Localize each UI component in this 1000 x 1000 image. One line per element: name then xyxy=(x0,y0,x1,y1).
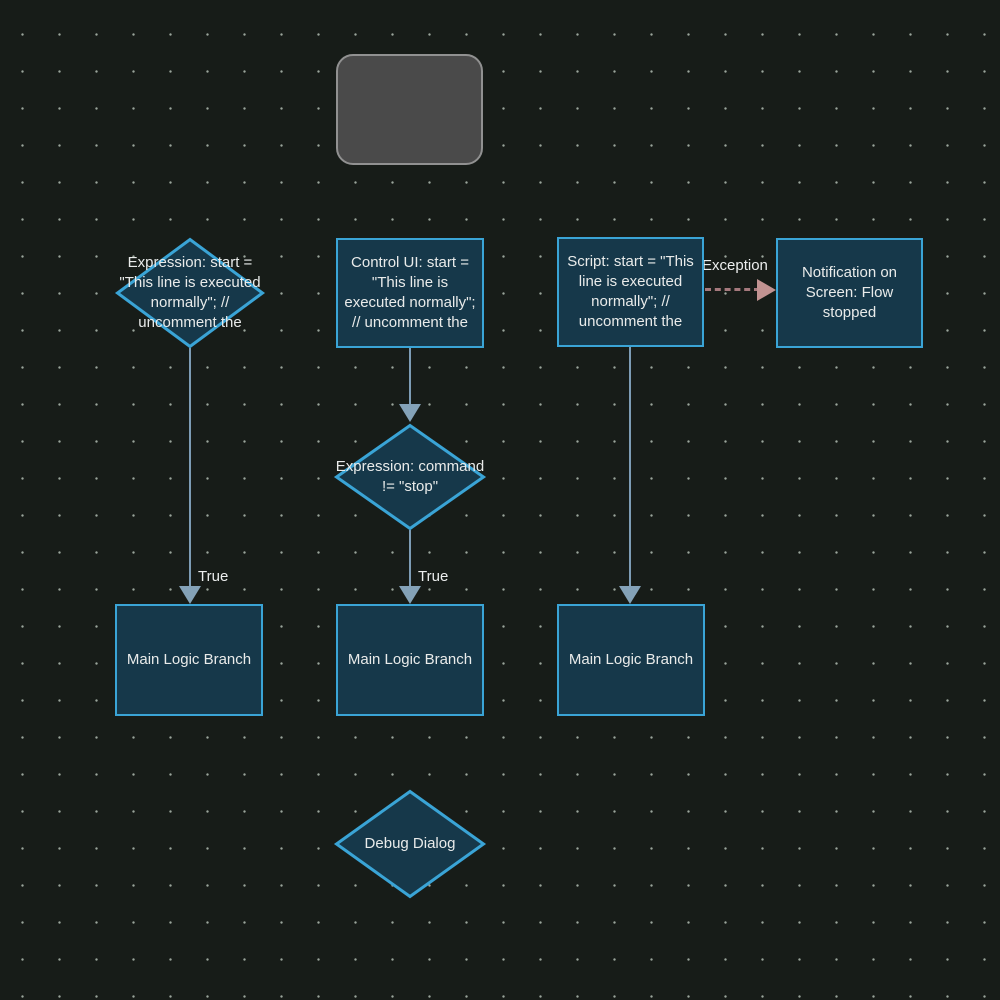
edge-script-to-main3[interactable] xyxy=(629,347,631,588)
arrowhead-down-icon xyxy=(179,586,201,604)
action-node-notification[interactable]: Notification on Screen: Flow stopped xyxy=(776,238,923,348)
action-node-control-ui[interactable]: Control UI: start = "This line is execut… xyxy=(336,238,484,348)
condition-node-expression-command[interactable]: Expression: command != "stop" xyxy=(333,423,487,531)
edge-label-exception: Exception xyxy=(702,257,768,274)
edge-script-to-notification[interactable] xyxy=(705,288,760,291)
node-label: Control UI: start = "This line is execut… xyxy=(344,254,476,331)
node-label: Main Logic Branch xyxy=(568,651,694,668)
condition-node-debug-dialog[interactable]: Debug Dialog xyxy=(333,789,487,899)
node-label: Script: start = "This line is executed n… xyxy=(567,253,694,330)
edge-control-ui-to-expression2[interactable] xyxy=(409,348,411,405)
action-node-main-logic-branch-2[interactable]: Main Logic Branch xyxy=(336,604,484,716)
action-node-main-logic-branch-3[interactable]: Main Logic Branch xyxy=(557,604,705,716)
arrowhead-down-icon xyxy=(619,586,641,604)
condition-node-expression-start[interactable]: Expression: start = "This line is execut… xyxy=(114,237,266,349)
node-label: Main Logic Branch xyxy=(126,651,252,668)
diamond-shape xyxy=(114,237,266,349)
node-label: Expression: command != "stop" xyxy=(335,458,485,495)
edge-label-true: True xyxy=(418,568,449,585)
edge-label-true: True xyxy=(198,568,229,585)
arrowhead-down-icon xyxy=(399,404,421,422)
edge-expression1-to-main1[interactable] xyxy=(189,348,191,588)
start-node[interactable] xyxy=(336,54,483,165)
arrowhead-down-icon xyxy=(399,586,421,604)
action-node-script[interactable]: Script: start = "This line is executed n… xyxy=(557,237,704,347)
node-label: Main Logic Branch xyxy=(347,651,473,668)
diamond-shape xyxy=(333,423,487,531)
arrowhead-right-icon xyxy=(757,279,776,301)
node-label: Debug Dialog xyxy=(364,835,456,852)
node-label: Notification on Screen: Flow stopped xyxy=(801,264,898,321)
edge-expression2-to-main2[interactable] xyxy=(409,530,411,588)
action-node-main-logic-branch-1[interactable]: Main Logic Branch xyxy=(115,604,263,716)
node-label: Expression: start = "This line is execut… xyxy=(119,254,261,331)
diamond-shape xyxy=(333,789,487,899)
